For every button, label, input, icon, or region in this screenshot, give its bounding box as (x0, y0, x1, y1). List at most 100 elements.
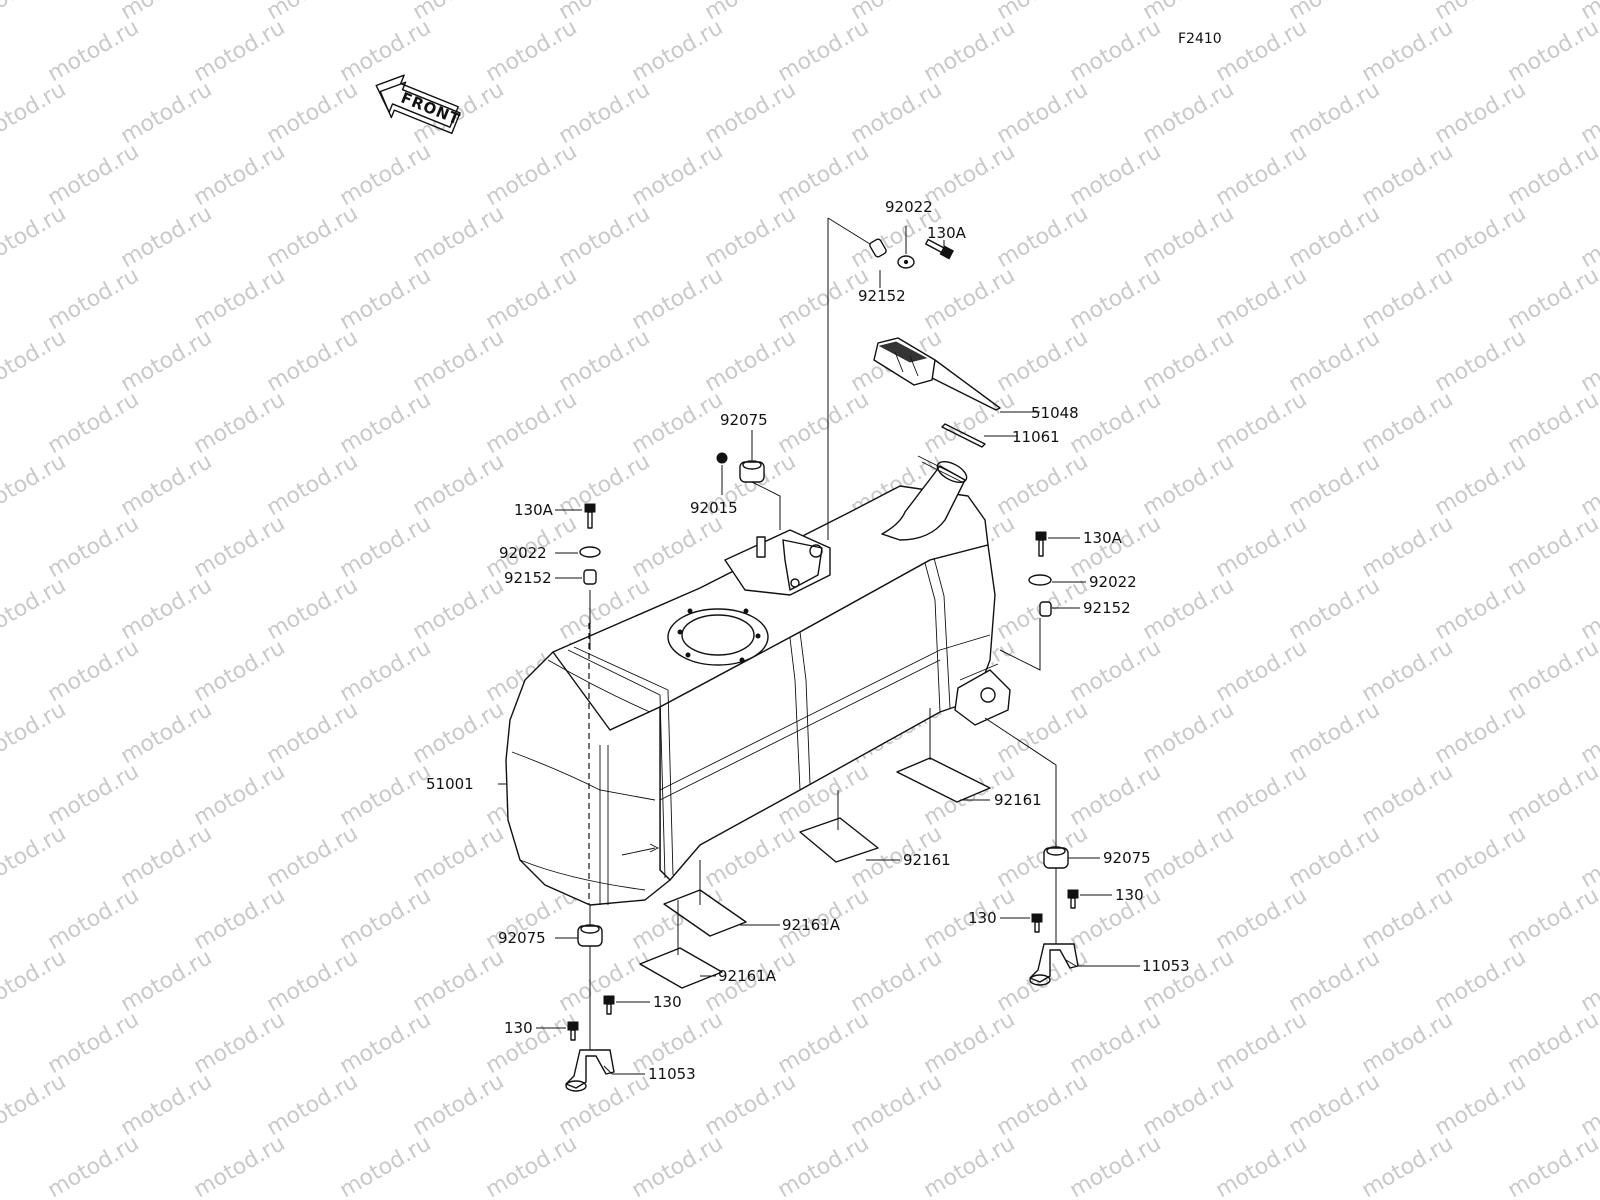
watermark-text: motod.ru (774, 139, 874, 211)
watermark-text: motod.ru (920, 1007, 1020, 1079)
watermark-text: motod.ru (1358, 511, 1458, 583)
watermark-text: motod.ru (1139, 821, 1239, 893)
watermark-text: motod.ru (1212, 263, 1312, 335)
watermark-text: motod.ru (0, 201, 70, 273)
watermark-text: motod.ru (44, 387, 144, 459)
watermark-text: motod.ru (1285, 821, 1385, 893)
watermark-text: motod.ru (1431, 449, 1531, 521)
watermark-text: motod.ru (1577, 201, 1600, 273)
watermark-text: motod.ru (336, 263, 436, 335)
watermark-text: motod.ru (1285, 697, 1385, 769)
watermark-text: motod.ru (1577, 573, 1600, 645)
watermark-text: motod.ru (409, 573, 509, 645)
rubber-92075-left-shape (577, 924, 603, 947)
label-130-right-a: 130 (1115, 886, 1144, 904)
watermark-text: motod.ru (482, 263, 582, 335)
watermark-text: motod.ru (1431, 77, 1531, 149)
watermark-text: motod.ru (1066, 139, 1166, 211)
watermark-text: motod.ru (482, 1007, 582, 1079)
watermark-text: motod.ru (44, 15, 144, 87)
watermark-text: motod.ru (263, 1069, 363, 1141)
watermark-text: motod.ru (190, 139, 290, 211)
watermark-text: motod.ru (1212, 387, 1312, 459)
watermark-text: motod.ru (117, 325, 217, 397)
watermark-text: motod.ru (263, 449, 363, 521)
watermark-text: motod.ru (1212, 883, 1312, 955)
watermark-text: motod.ru (1577, 77, 1600, 149)
watermark-text: motod.ru (482, 1131, 582, 1200)
label-92152-right: 92152 (1083, 599, 1131, 617)
rubber-92075-right-shape (1043, 846, 1069, 869)
watermark-text: motod.ru (1066, 15, 1166, 87)
watermark-text: motod.ru (920, 139, 1020, 211)
fuel-tank (505, 455, 1011, 906)
watermark-text: motod.ru (190, 263, 290, 335)
watermark-text: motod.ru (263, 945, 363, 1017)
watermark-text: motod.ru (409, 325, 509, 397)
watermark-text: motod.ru (1358, 759, 1458, 831)
watermark-text: motod.ru (993, 449, 1093, 521)
watermark-text: motod.ru (993, 1069, 1093, 1141)
watermark-text: motod.ru (117, 449, 217, 521)
label-92161a-a: 92161A (782, 916, 841, 934)
watermark-text: motod.ru (1139, 325, 1239, 397)
label-92022-left: 92022 (499, 544, 547, 562)
watermark-text: motod.ru (1577, 821, 1600, 893)
watermark-text: motod.ru (774, 387, 874, 459)
collar-92152-right-shape (1039, 601, 1052, 617)
watermark-text: motod.ru (920, 263, 1020, 335)
watermark-text: motod.ru (44, 1007, 144, 1079)
watermark-text: motod.ru (117, 573, 217, 645)
watermark-text: motod.ru (263, 325, 363, 397)
watermark-text: motod.ru (993, 325, 1093, 397)
watermark-text: motod.ru (44, 1131, 144, 1200)
watermark-text: motod.ru (1504, 1007, 1600, 1079)
bolt-130a-top-shape (925, 238, 954, 260)
watermark-text: motod.ru (1431, 1069, 1531, 1141)
watermark-text: motod.ru (1504, 263, 1600, 335)
rubber-92075-top-shape (739, 460, 765, 483)
label-92161a-b: 92161A (718, 967, 777, 985)
label-92075-top: 92075 (720, 411, 768, 429)
label-92075-right: 92075 (1103, 849, 1151, 867)
watermark-text: motod.ru (555, 77, 655, 149)
gasket-11061-shape (941, 423, 986, 448)
watermark-text: motod.ru (1212, 511, 1312, 583)
watermark-text: motod.ru (336, 1007, 436, 1079)
watermark-text: motod.ru (336, 387, 436, 459)
watermark-text: motod.ru (336, 15, 436, 87)
watermark-text: motod.ru (0, 697, 70, 769)
watermark-text: motod.ru (1358, 263, 1458, 335)
watermark-text: motod.ru (1285, 449, 1385, 521)
watermark-text: motod.ru (482, 139, 582, 211)
pad-92161-b-shape (799, 817, 879, 863)
watermark-text: motod.ru (1285, 1069, 1385, 1141)
watermark-text: motod.ru (1139, 697, 1239, 769)
leaders (498, 226, 1140, 1075)
watermark-text: motod.ru (1066, 387, 1166, 459)
pad-92161-a-shape (896, 757, 991, 803)
bolt-130-left-b-shape (567, 1021, 579, 1041)
watermark-text: motod.ru (409, 1069, 509, 1141)
watermark-text: motod.ru (1431, 325, 1531, 397)
watermark-text: motod.ru (336, 635, 436, 707)
watermark-text: motod.ru (1504, 511, 1600, 583)
label-92022-top: 92022 (885, 198, 933, 216)
label-130-right-b: 130 (968, 909, 997, 927)
watermark-text: motod.ru (336, 883, 436, 955)
label-92015: 92015 (690, 499, 738, 517)
watermark-text: motod.ru (1212, 635, 1312, 707)
watermark-text: motod.ru (0, 77, 70, 149)
label-130-left-b: 130 (504, 1019, 533, 1037)
watermark-text: motod.ru (993, 201, 1093, 273)
watermark-text: motod.ru (117, 945, 217, 1017)
watermark-text: motod.ru (336, 511, 436, 583)
washer-92022-right-shape (1028, 574, 1052, 586)
watermark-text: motod.ru (555, 945, 655, 1017)
label-130a-right: 130A (1083, 529, 1123, 547)
watermark-text: motod.ru (847, 945, 947, 1017)
watermark-text: motod.ru (0, 1069, 70, 1141)
label-92161-a: 92161 (994, 791, 1042, 809)
diagram-code: F2410 (1178, 31, 1222, 47)
label-92022-right: 92022 (1089, 573, 1137, 591)
